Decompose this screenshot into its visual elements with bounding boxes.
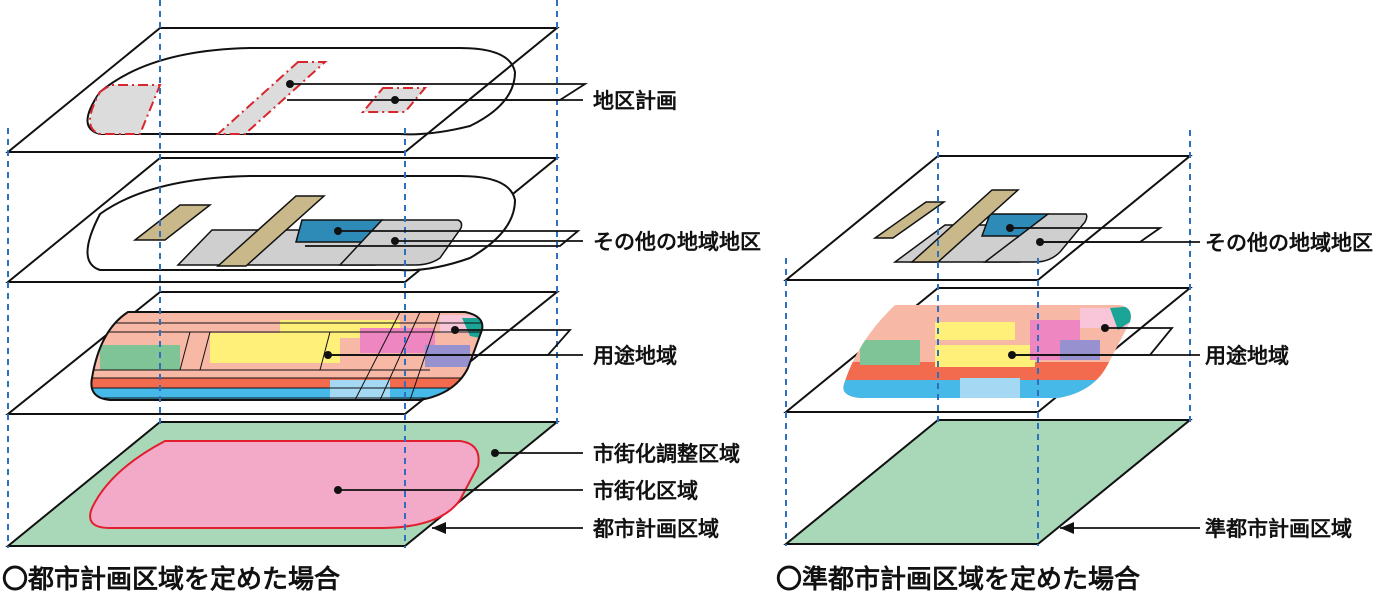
- left-guide-lines: [7, 0, 558, 548]
- left-leader-dots: [286, 80, 499, 534]
- layer-other-districts: [5, 157, 560, 283]
- left-diagram: 地区計画 その他の地域地区 用途地域 市街化調整区域 市街化区域 都市計画区域 …: [2, 0, 761, 595]
- layer-city-planning-area: [5, 421, 560, 547]
- layer-use-zones: [5, 291, 560, 415]
- right-leader-dots: [1006, 224, 1109, 534]
- right-diagram: その他の地域地区 用途地域 準都市計画区域 〇準都市計画区域を定めた場合: [776, 130, 1373, 595]
- layer-other-districts-right: [783, 155, 1193, 281]
- label-use-zones: 用途地域: [593, 344, 677, 368]
- layer-use-zones-right: [783, 287, 1193, 413]
- label-urbanization-area: 市街化区域: [593, 479, 698, 503]
- caption-left: 〇都市計画区域を定めた場合: [2, 564, 341, 595]
- label-district-plan: 地区計画: [593, 89, 677, 113]
- label-urbanization-control-area: 市街化調整区域: [593, 442, 740, 466]
- layer-district-plan: [5, 27, 560, 153]
- label-city-planning-area: 都市計画区域: [592, 517, 719, 541]
- label-use-zones-right: 用途地域: [1205, 344, 1289, 368]
- right-guide-lines: [785, 130, 1191, 546]
- right-leader-lines: [1010, 227, 1200, 529]
- label-other-districts: その他の地域地区: [593, 230, 761, 254]
- label-quasi-city-planning-area: 準都市計画区域: [1205, 517, 1352, 541]
- caption-right: 〇準都市計画区域を定めた場合: [776, 564, 1141, 595]
- left-leader-lines: [287, 83, 589, 529]
- label-other-districts-right: その他の地域地区: [1205, 231, 1373, 255]
- layer-quasi-city-planning-area: [783, 419, 1193, 545]
